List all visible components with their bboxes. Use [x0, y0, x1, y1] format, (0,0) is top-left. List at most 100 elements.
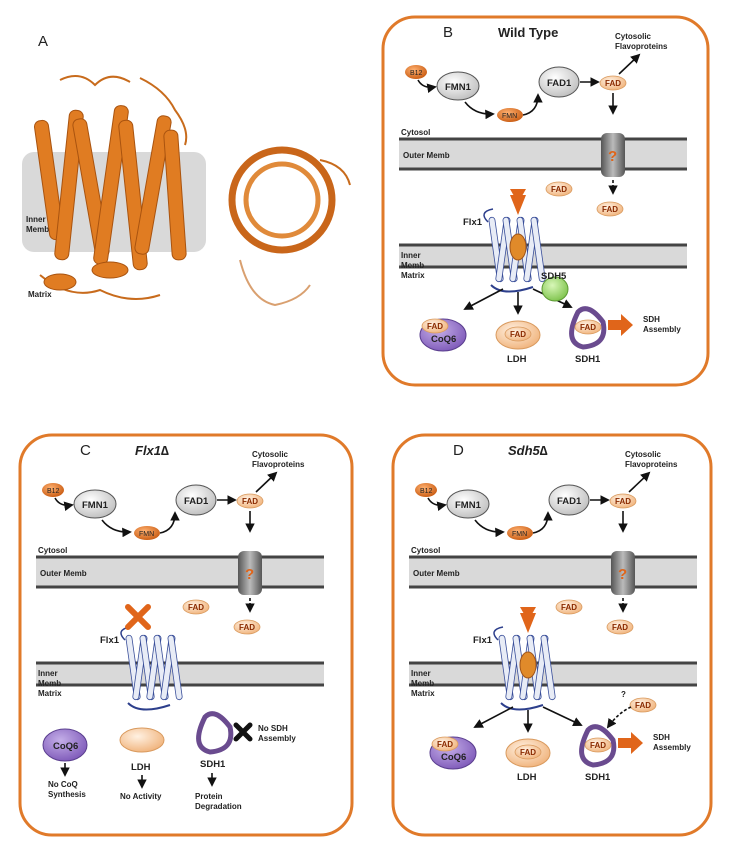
pore-question-mark: ?: [608, 148, 617, 165]
inner-memb-label-line-1: Inner: [38, 669, 58, 678]
fmn1-label-line-1: FMN1: [82, 500, 109, 511]
outer-membrane-pore: [601, 133, 625, 177]
flx1-structure-top-view: [228, 146, 351, 307]
panel-d-letter: D: [453, 442, 464, 459]
inner-memb-label-line-2: Memb: [38, 679, 61, 688]
inner-memb-label: Inner Memb: [26, 215, 49, 234]
ldh-fad-pill: FAD: [514, 744, 542, 760]
no-sdh-assembly-label-line-1: No SDH: [258, 724, 288, 733]
cytosolic-flavoproteins-label-line-2: Flavoproteins: [625, 460, 678, 469]
panel-frames: [18, 15, 713, 837]
fad-ims-pill-2-shape: [606, 619, 634, 635]
fad-ims-pill-2: FAD: [606, 619, 634, 635]
fmn1-node: [73, 489, 117, 519]
sdh1-label: SDH1: [585, 772, 611, 783]
ldh-label-line-1: LDH: [517, 772, 537, 783]
ldh-node: [119, 727, 165, 753]
sdh1-fad-pill-label: FAD: [590, 741, 606, 750]
sdh-assembly-arrow: [608, 314, 633, 336]
fad-cytosol-pill-shape: [599, 75, 627, 91]
cytosol-label-line-1: Cytosol: [38, 546, 67, 555]
fmn-label: FMN: [512, 531, 527, 538]
fmn1-label: FMN1: [82, 500, 109, 511]
fad1-node: [548, 484, 590, 516]
panel-a-letter: A: [38, 33, 48, 50]
fmn1-label: FMN1: [445, 82, 472, 93]
outer-memb-label: Outer Memb: [413, 569, 460, 578]
coq6-label: CoQ6: [441, 752, 466, 763]
fad-cytosol-pill-label: FAD: [242, 497, 258, 506]
fmn-label-line-1: FMN: [502, 113, 517, 120]
b12-label: B12: [410, 70, 423, 77]
ldh-fad-pill-shape: [514, 744, 542, 760]
flx1-helix: [167, 634, 183, 701]
flx1-loop-top: [493, 626, 504, 641]
no-sdh-assembly-x: [233, 722, 253, 742]
b12-label-line-1: B12: [410, 70, 423, 77]
fad-ims-pill-1-label: FAD: [188, 603, 204, 612]
outer-membrane: [399, 139, 687, 169]
fad-to-sdh1-dashed-arrow: [606, 706, 632, 729]
flx1-loop-bottom: [500, 702, 544, 711]
fad-entry-arrow-2: [520, 607, 536, 621]
fmn-node: [497, 108, 523, 122]
coq6-label-line-1: CoQ6: [431, 334, 456, 345]
fmn-label: FMN: [139, 531, 154, 538]
coq6-fad-pill-shape: [421, 318, 449, 334]
fad-ims-pill-2-shape: [596, 201, 624, 217]
sdh5-label: SDH5: [541, 271, 567, 282]
cytosol-label: Cytosol: [411, 546, 440, 555]
inner-memb-line-1: Inner: [26, 215, 46, 224]
fmn1-label-line-1: FMN1: [445, 82, 472, 93]
fmn-to-fad1-arrow: [522, 93, 543, 116]
panel-d-frame: [391, 433, 713, 837]
outer-memb-label-line-1: Outer Memb: [413, 569, 460, 578]
coq6-label-line-1: CoQ6: [441, 752, 466, 763]
flx1-label: Flx1: [100, 635, 120, 646]
fad-cytosol-pill-shape: [236, 493, 264, 509]
coq6-fad-pill-label: FAD: [437, 740, 453, 749]
to-coq6-arrow: [463, 288, 504, 310]
sdh1-node: [569, 306, 607, 350]
ldh-fad-pill-shape: [504, 326, 532, 342]
protein-degradation-label-line-1: Protein: [195, 792, 223, 801]
fmn-to-fad1-arrow: [532, 511, 553, 534]
inner-memb-label-line-1: Inner: [401, 251, 421, 260]
sdh1-fad-pill-shape: [574, 319, 602, 335]
no-activity-label: No Activity: [120, 792, 162, 801]
outer-memb-label-line-1: Outer Memb: [40, 569, 87, 578]
fmn1-to-fmn-arrow: [101, 519, 132, 538]
fad1-label: FAD1: [547, 78, 572, 89]
fad-to-flavoproteins-arrow: [255, 471, 278, 493]
inner-memb-label-line-2: Memb: [411, 679, 434, 688]
outer-membrane: [409, 557, 697, 587]
b12-to-fmn1-arrow: [427, 497, 447, 511]
ldh-label: LDH: [517, 772, 537, 783]
fad-in-flx1: [509, 233, 527, 261]
ldh-label: LDH: [507, 354, 527, 365]
outer-memb-label: Outer Memb: [403, 151, 450, 160]
fad-cytosol-pill: FAD: [609, 493, 637, 509]
cytosol-label-line-1: Cytosol: [401, 128, 430, 137]
coq6-label-line-1: CoQ6: [53, 741, 78, 752]
flx1-helix: [530, 216, 546, 283]
fad-to-flavoproteins-arrow: [628, 471, 651, 493]
fad-ims-pill-1-label: FAD: [551, 185, 567, 194]
sdh1-node: [579, 724, 617, 768]
cytosol-label-line-1: Cytosol: [411, 546, 440, 555]
panel-title: Flx1∆: [135, 443, 169, 458]
fad-ims-pill-2: FAD: [596, 201, 624, 217]
sdh1-label-line-1: SDH1: [575, 354, 601, 365]
flx1-carrier: [120, 626, 183, 711]
fad-cytosol-pill: FAD: [236, 493, 264, 509]
b12-label-line-1: B12: [420, 488, 433, 495]
fad-ims-pill-1-shape: [545, 181, 573, 197]
inner-memb-label-line-3: Matrix: [38, 689, 62, 698]
flx1-structure-side-view: [33, 75, 188, 300]
